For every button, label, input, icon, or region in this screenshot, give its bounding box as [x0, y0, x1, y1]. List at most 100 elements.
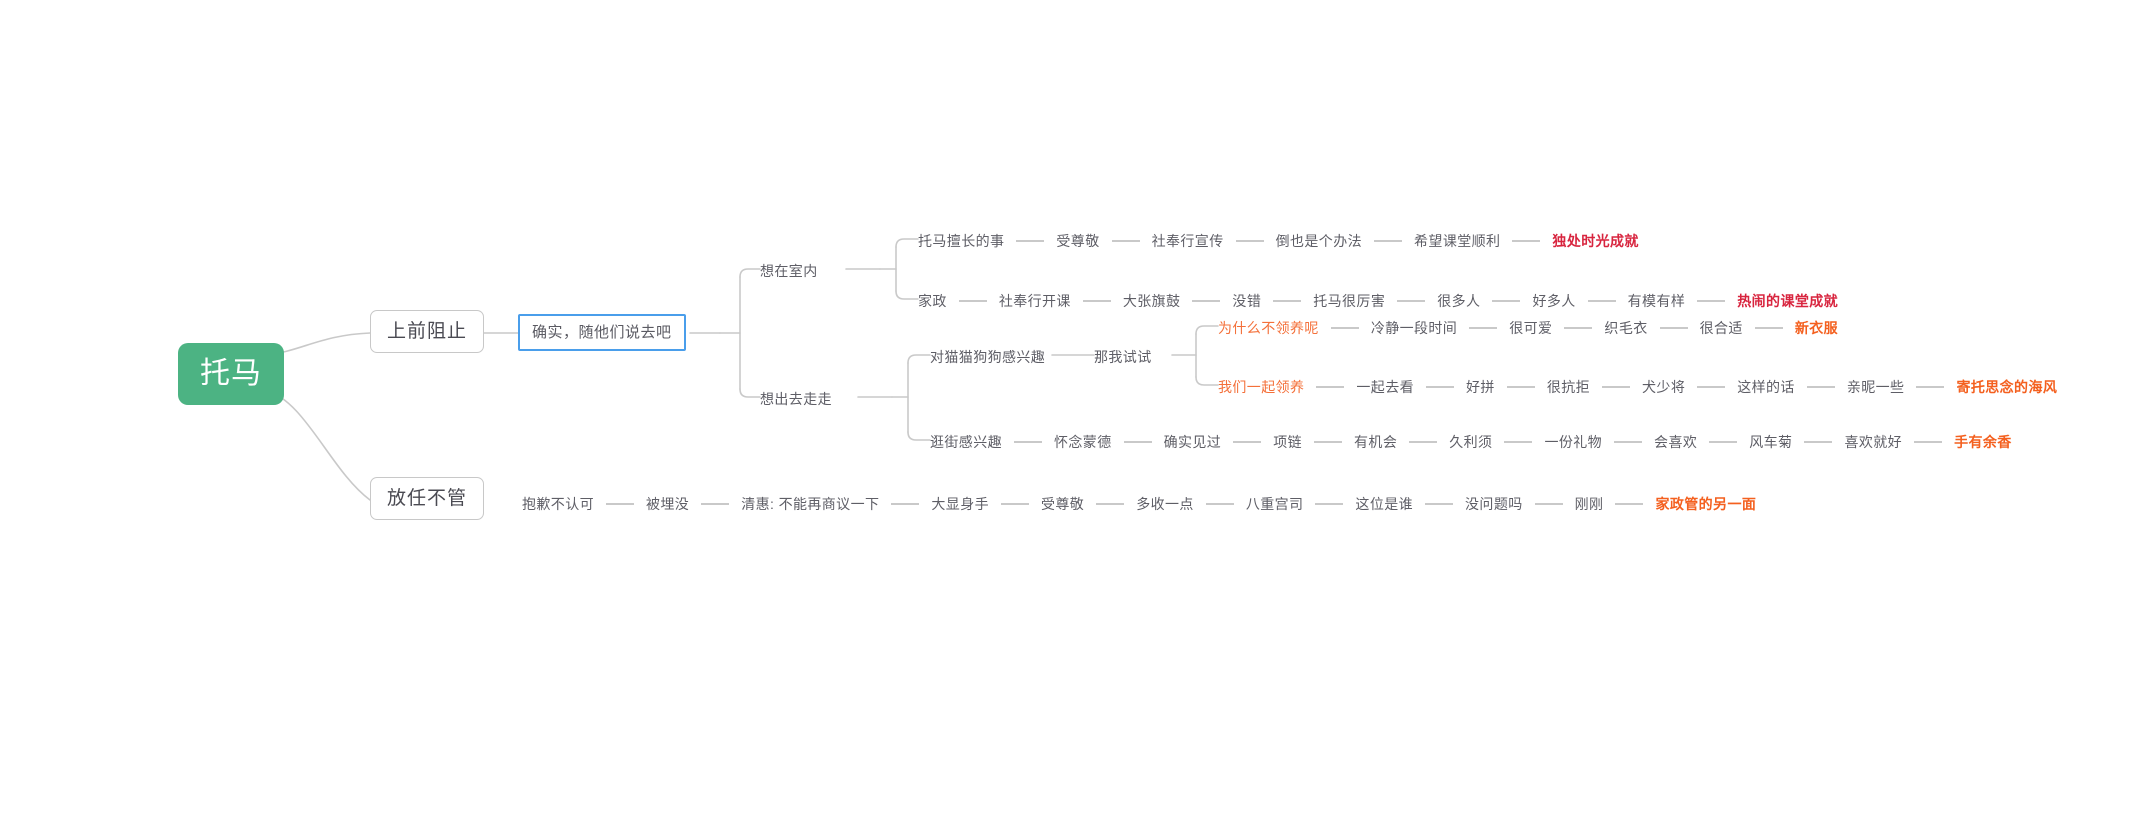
link-dash	[1273, 300, 1302, 302]
node-pets-r1-1[interactable]: 很可爱	[1509, 320, 1553, 336]
root-node-toma[interactable]: 托马	[178, 343, 284, 405]
link-dash	[1697, 300, 1726, 302]
node-shop-1[interactable]: 确实见过	[1163, 434, 1222, 450]
link-dash	[1697, 386, 1726, 388]
node-ignore-3[interactable]: 大显身手	[931, 496, 989, 512]
branch-node-shopping[interactable]: 逛街感兴趣	[930, 434, 1002, 450]
link-dash	[1233, 441, 1262, 443]
node-indoor-r2-1[interactable]: 社奉行开课	[998, 293, 1071, 309]
node-ignore-9[interactable]: 刚刚	[1574, 496, 1604, 512]
achievement-indoor-solitude[interactable]: 独处时光成就	[1552, 233, 1639, 249]
chain-pets-row1: 为什么不领养呢 冷静一段时间 很可爱 织毛衣 很合适 新衣服	[1218, 319, 1838, 337]
link-dash	[701, 503, 730, 505]
node-ignore-0[interactable]: 抱歉不认可	[522, 496, 594, 512]
selected-node-agree[interactable]: 确实，随他们说去吧	[518, 314, 686, 351]
node-ignore-6[interactable]: 八重宫司	[1245, 496, 1304, 512]
node-pets-r2-1[interactable]: 好拼	[1466, 379, 1495, 395]
link-dash	[1504, 441, 1533, 443]
chain-ignore-row: 抱歉不认可 被埋没 清惠: 不能再商议一下 大显身手 受尊敬 多收一点 八重宫司…	[522, 495, 1756, 513]
link-dash	[1804, 441, 1833, 443]
achievement-ignore-otherside[interactable]: 家政管的另一面	[1655, 496, 1757, 512]
achievement-pets-newclothes[interactable]: 新衣服	[1794, 320, 1839, 336]
chain-indoor-row2: 家政 社奉行开课 大张旗鼓 没错 托马很厉害 很多人 好多人 有模有样 热闹的课…	[918, 292, 1838, 310]
link-dash	[1111, 240, 1140, 242]
link-dash	[1014, 441, 1042, 443]
link-dash	[1235, 240, 1264, 242]
node-indoor-r2-7[interactable]: 有模有样	[1627, 293, 1686, 309]
node-shop-0[interactable]: 怀念蒙德	[1054, 434, 1112, 450]
node-indoor-r2-6[interactable]: 好多人	[1532, 293, 1576, 309]
link-dash	[1426, 386, 1455, 388]
node-indoor-r2-3[interactable]: 没错	[1232, 293, 1262, 309]
node-shop-2[interactable]: 项链	[1273, 434, 1303, 450]
link-dash	[891, 503, 920, 505]
achievement-shopping-fragrance[interactable]: 手有余香	[1954, 434, 2012, 450]
node-pets-r1-3[interactable]: 很合适	[1699, 320, 1743, 336]
node-pets-r2-0[interactable]: 一起去看	[1356, 379, 1415, 395]
link-dash	[1409, 441, 1438, 443]
branch-node-pets-try[interactable]: 那我试试	[1094, 349, 1152, 365]
link-dash	[1512, 240, 1541, 242]
branch-node-pets[interactable]: 对猫猫狗狗感兴趣	[930, 349, 1046, 365]
node-shop-3[interactable]: 有机会	[1354, 434, 1398, 450]
node-indoor-r2-5[interactable]: 很多人	[1437, 293, 1481, 309]
link-dash	[1806, 386, 1835, 388]
node-indoor-r1-4[interactable]: 希望课堂顺利	[1414, 233, 1501, 249]
achievement-pets-seabreeze[interactable]: 寄托思念的海风	[1956, 379, 2058, 395]
node-shop-8[interactable]: 喜欢就好	[1844, 434, 1903, 450]
branch-node-block[interactable]: 上前阻止	[370, 310, 485, 353]
node-indoor-r1-2[interactable]: 社奉行宣传	[1151, 233, 1224, 249]
link-dash	[1374, 240, 1403, 242]
node-pets-r2-2[interactable]: 很抗拒	[1546, 379, 1591, 395]
node-shop-4[interactable]: 久利须	[1449, 434, 1493, 450]
link-dash	[1314, 441, 1343, 443]
node-ignore-8[interactable]: 没问题吗	[1465, 496, 1523, 512]
link-dash	[1315, 503, 1344, 505]
node-indoor-r1-0[interactable]: 托马擅长的事	[918, 233, 1005, 249]
node-ignore-5[interactable]: 多收一点	[1136, 496, 1194, 512]
node-indoor-r2-2[interactable]: 大张旗鼓	[1122, 293, 1181, 309]
link-dash	[1534, 503, 1563, 505]
node-indoor-r1-1[interactable]: 受尊敬	[1056, 233, 1100, 249]
link-dash	[1709, 441, 1738, 443]
link-dash	[1316, 386, 1345, 388]
branch-node-outdoor[interactable]: 想出去走走	[760, 391, 832, 407]
node-ignore-4[interactable]: 受尊敬	[1041, 496, 1085, 512]
link-dash	[1205, 503, 1234, 505]
link-dash	[1914, 441, 1943, 443]
node-shop-6[interactable]: 会喜欢	[1654, 434, 1698, 450]
chain-pets-row2: 我们一起领养 一起去看 好拼 很抗拒 犬少将 这样的话 亲昵一些 寄托思念的海风	[1218, 378, 2057, 396]
node-pets-r2-5[interactable]: 亲昵一些	[1846, 379, 1905, 395]
node-pets-r2-3[interactable]: 犬少将	[1642, 379, 1686, 395]
node-ignore-2[interactable]: 清惠: 不能再商议一下	[741, 496, 880, 512]
node-pets-r2-head[interactable]: 我们一起领养	[1218, 379, 1305, 395]
branch-node-ignore[interactable]: 放任不管	[370, 477, 485, 520]
node-pets-r2-4[interactable]: 这样的话	[1737, 379, 1795, 395]
link-dash	[1082, 300, 1111, 302]
node-indoor-r2-4[interactable]: 托马很厉害	[1313, 293, 1386, 309]
node-indoor-r2-0[interactable]: 家政	[918, 293, 947, 309]
node-pets-r1-2[interactable]: 织毛衣	[1604, 320, 1648, 336]
branch-node-indoor[interactable]: 想在室内	[760, 263, 818, 279]
chain-indoor-row1: 托马擅长的事 受尊敬 社奉行宣传 倒也是个办法 希望课堂顺利 独处时光成就	[918, 232, 1639, 250]
node-indoor-r1-3[interactable]: 倒也是个办法	[1275, 233, 1363, 249]
link-dash	[958, 300, 987, 302]
link-dash	[1659, 327, 1688, 329]
link-dash	[1469, 327, 1498, 329]
link-dash	[1492, 300, 1521, 302]
node-shop-5[interactable]: 一份礼物	[1544, 434, 1603, 450]
node-pets-r1-head[interactable]: 为什么不领养呢	[1218, 320, 1319, 336]
node-shop-7[interactable]: 风车菊	[1749, 434, 1793, 450]
link-dash	[1425, 503, 1454, 505]
link-dash	[1564, 327, 1593, 329]
node-ignore-1[interactable]: 被埋没	[646, 496, 690, 512]
achievement-indoor-lively[interactable]: 热闹的课堂成就	[1737, 293, 1839, 309]
node-pets-r1-0[interactable]: 冷静一段时间	[1370, 320, 1458, 336]
link-dash	[1330, 327, 1359, 329]
link-dash	[1615, 503, 1644, 505]
link-dash	[1016, 240, 1045, 242]
link-dash	[1587, 300, 1616, 302]
node-ignore-7[interactable]: 这位是谁	[1355, 496, 1414, 512]
